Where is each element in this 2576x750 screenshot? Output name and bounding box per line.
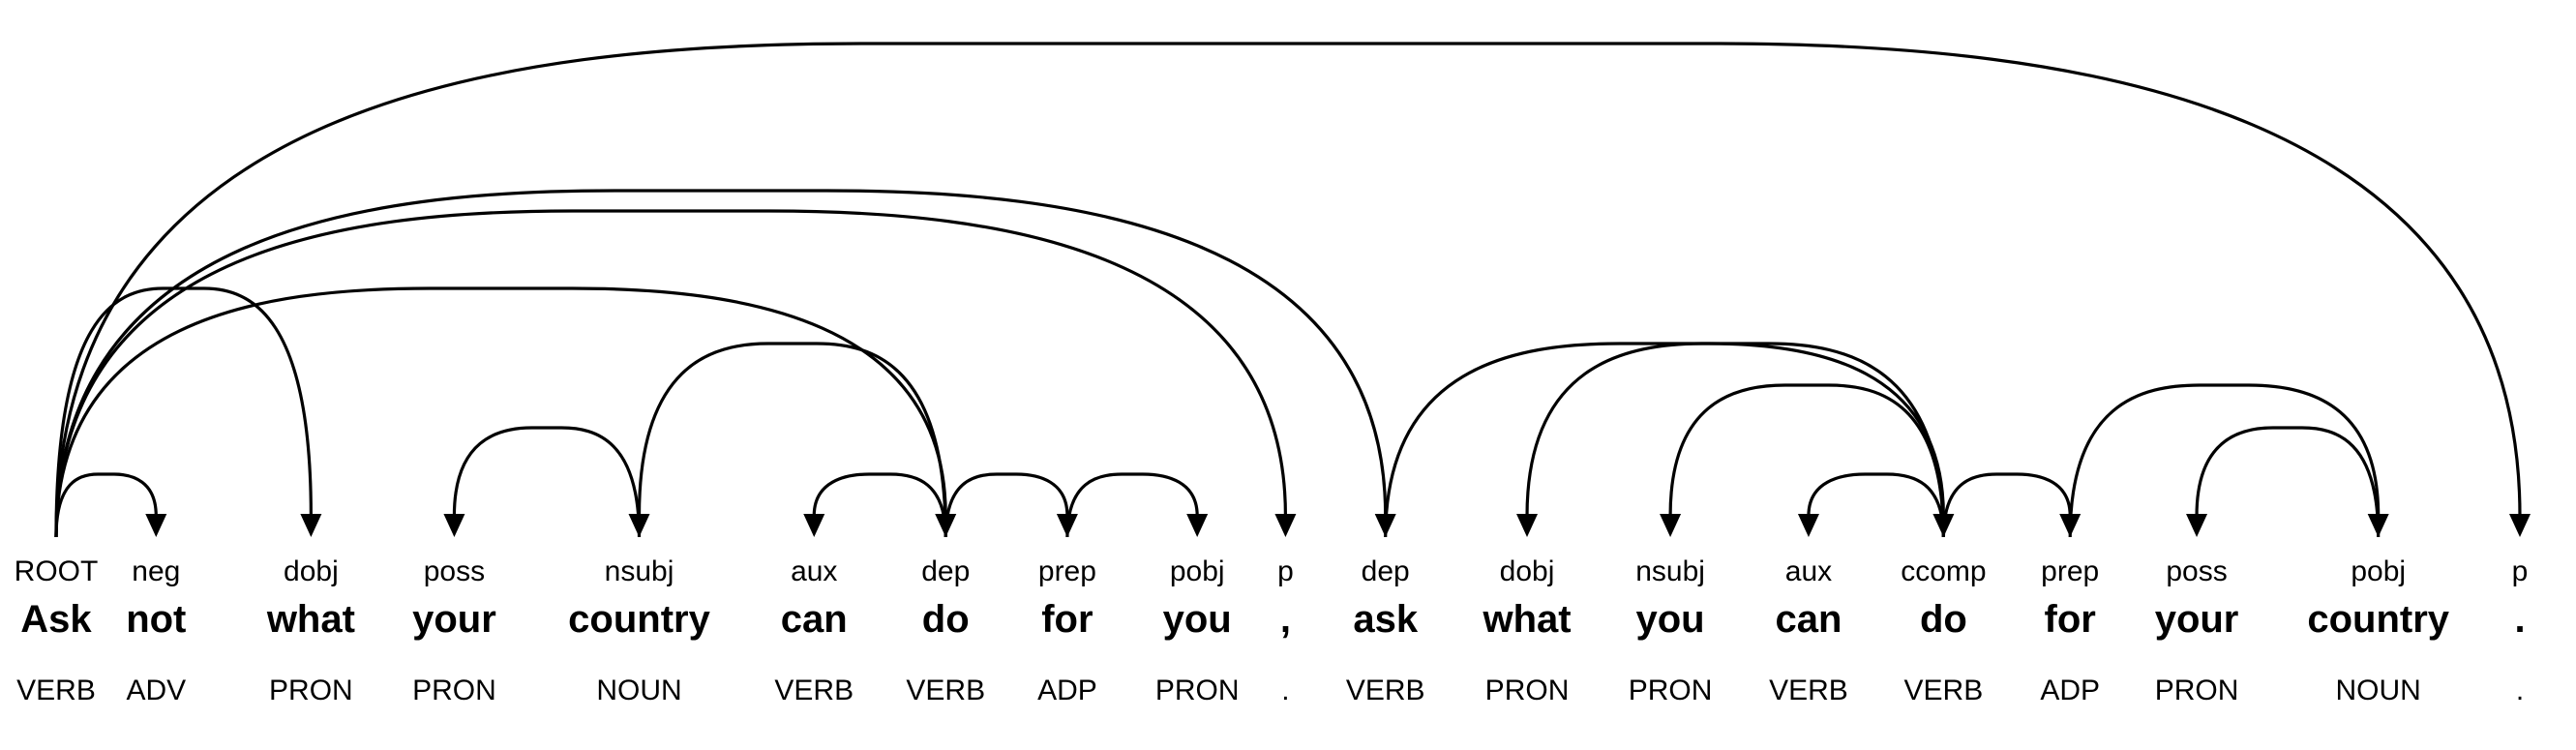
arrow-head-icon (145, 514, 167, 537)
token-word: what (266, 598, 355, 641)
token-word: for (1041, 598, 1093, 641)
dep-relation-label: dep (1362, 555, 1410, 587)
dep-relation-label: prep (2041, 555, 2099, 587)
dependency-arc-pobj (1067, 474, 1197, 537)
dep-relation-label: p (2512, 555, 2529, 587)
arrow-head-icon (300, 514, 322, 537)
token-word: can (1775, 598, 1842, 641)
token-pos-tag: PRON (2155, 675, 2239, 706)
token-word: you (1163, 598, 1232, 641)
dependency-arc-prep (1943, 474, 2070, 537)
arrow-head-icon (2186, 514, 2208, 537)
arrow-head-icon (1660, 514, 1682, 537)
arc-layer (56, 44, 2531, 537)
dep-relation-label: aux (1785, 555, 1832, 587)
token-pos-tag: ADV (126, 675, 186, 706)
dep-relation-label: ccomp (1901, 555, 1986, 587)
token-pos-layer: VERB ADV PRON PRON NOUN VERB VERB ADP PRON. VERB P… (16, 675, 2524, 706)
dependency-arc-dobj (56, 288, 311, 537)
arrow-head-icon (803, 514, 825, 537)
dependency-arc-dep (56, 288, 945, 537)
token-pos-tag: VERB (1904, 675, 1984, 706)
token-pos-tag: VERB (774, 675, 854, 706)
token-word: do (922, 598, 970, 641)
dependency-arc-nsubj (640, 344, 946, 537)
dep-relation-label: aux (791, 555, 837, 587)
dep-relation-label: ROOT (15, 555, 99, 587)
arrow-head-icon (1797, 514, 1819, 537)
dep-relation-label: dep (921, 555, 970, 587)
dependency-arc-ccomp (1386, 344, 1944, 537)
dependency-arc-prep (945, 474, 1067, 537)
arrow-head-icon (2509, 514, 2531, 537)
dep-relation-label: neg (132, 555, 180, 587)
arrow-head-icon (1516, 514, 1539, 537)
dependency-arc-nsubj (1670, 385, 1943, 537)
dep-relation-label: poss (424, 555, 485, 587)
token-pos-tag: NOUN (2336, 675, 2421, 706)
token-pos-tag: VERB (1769, 675, 1848, 706)
dependency-arc-neg (56, 474, 156, 537)
dependency-arc-dobj (1527, 344, 1943, 537)
token-word: for (2045, 598, 2096, 641)
arrow-head-icon (1186, 514, 1209, 537)
dep-label-layer: ROOT neg dobj poss nsubj aux dep prep pobj p dep do… (15, 555, 2529, 587)
token-word: you (1636, 598, 1705, 641)
dependency-arc-poss (454, 428, 639, 537)
token-word: can (781, 598, 848, 641)
dep-relation-label: nsubj (605, 555, 674, 587)
token-pos-tag: NOUN (596, 675, 681, 706)
arrow-head-icon (443, 514, 465, 537)
token-pos-tag: ADP (1037, 675, 1097, 706)
token-word: what (1482, 598, 1571, 641)
token-word: not (126, 598, 186, 641)
token-pos-tag: PRON (269, 675, 353, 706)
dep-relation-label: prep (1038, 555, 1096, 587)
token-word: do (1920, 598, 1967, 641)
dependency-arc-pobj (2070, 385, 2378, 537)
token-word: country (568, 598, 710, 641)
token-pos-tag: . (1281, 675, 1289, 706)
token-pos-tag: VERB (1346, 675, 1425, 706)
token-pos-tag: PRON (1485, 675, 1570, 706)
dependency-arc-aux (814, 474, 945, 537)
token-word: , (1280, 598, 1291, 641)
dependency-arc-p (56, 211, 1285, 537)
token-pos-tag: PRON (1629, 675, 1713, 706)
token-pos-tag: PRON (1155, 675, 1240, 706)
token-pos-tag: . (2516, 675, 2524, 706)
token-pos-tag: VERB (906, 675, 985, 706)
arrow-head-icon (628, 514, 650, 537)
token-pos-tag: VERB (16, 675, 96, 706)
dep-relation-label: poss (2166, 555, 2227, 587)
dependency-arc-p (56, 44, 2520, 537)
dependency-arc-poss (2197, 428, 2379, 537)
token-pos-tag: ADP (2040, 675, 2100, 706)
dep-relation-label: nsubj (1635, 555, 1705, 587)
token-word: Ask (20, 598, 92, 641)
token-word: country (2307, 598, 2449, 641)
dep-relation-label: p (1277, 555, 1294, 587)
token-word: . (2514, 598, 2525, 641)
dep-relation-label: pobj (1170, 555, 1225, 587)
token-word: ask (1353, 598, 1418, 641)
token-word: your (412, 598, 496, 641)
token-word: your (2155, 598, 2239, 641)
dep-relation-label: pobj (2351, 555, 2406, 587)
dependency-arc-dep (56, 191, 1386, 537)
dep-relation-label: dobj (284, 555, 339, 587)
arrow-head-icon (1274, 514, 1297, 537)
dependency-arc-aux (1809, 474, 1943, 537)
dep-relation-label: dobj (1500, 555, 1555, 587)
token-pos-tag: PRON (412, 675, 496, 706)
